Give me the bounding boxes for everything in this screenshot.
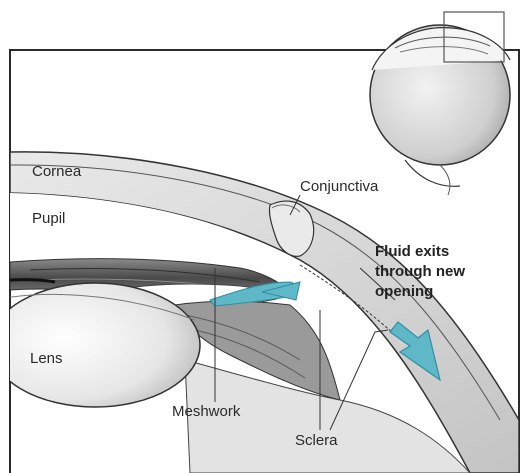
- label-lens: Lens: [30, 350, 63, 367]
- label-sclera: Sclera: [295, 432, 338, 449]
- label-conjunctiva: Conjunctiva: [300, 178, 378, 195]
- label-pupil: Pupil: [32, 210, 65, 227]
- label-fluid-exit-1: Fluid exits: [375, 242, 449, 261]
- label-meshwork: Meshwork: [172, 403, 240, 420]
- label-fluid-exit-3: opening: [375, 282, 433, 301]
- label-fluid-exit-2: through new: [375, 262, 465, 281]
- lens: [0, 283, 200, 407]
- label-cornea: Cornea: [32, 163, 81, 180]
